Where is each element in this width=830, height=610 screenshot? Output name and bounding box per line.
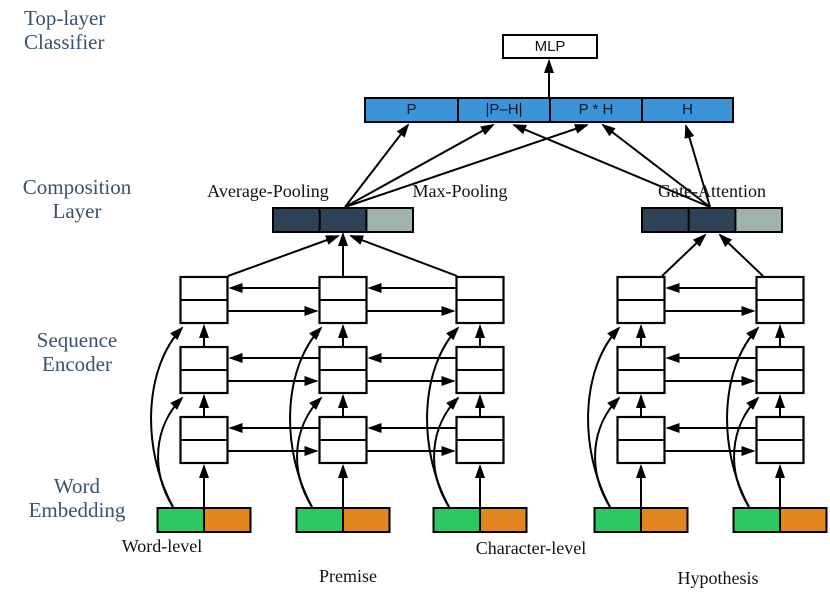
embedding-char-half xyxy=(203,507,252,533)
label-line: Embedding xyxy=(28,498,126,522)
embedding-char-half xyxy=(479,507,528,533)
embedding-char-half xyxy=(640,507,689,533)
label-line: Layer xyxy=(52,199,102,223)
gate-attention-label: Gate-Attention xyxy=(658,181,766,201)
encoder-to-composition-arrow xyxy=(349,235,458,277)
embedding-word-half xyxy=(593,507,642,533)
word-level-label: Word-level xyxy=(121,536,203,556)
label-line: Sequence xyxy=(36,328,118,352)
encoder-to-composition-arrow xyxy=(718,233,764,277)
skip-connection-curve xyxy=(296,396,323,508)
feature-segment-h: H xyxy=(682,101,693,118)
premise-label: Premise xyxy=(319,566,377,586)
feature-segment-p-minus-h: |P–H| xyxy=(485,101,523,118)
hypothesis-composition-box-gray-segment xyxy=(734,207,784,233)
layer-label-composition-layer: Composition Layer xyxy=(4,175,150,223)
embedding-word-half xyxy=(295,507,344,533)
composition-to-feature-arrow xyxy=(344,124,495,208)
label-line: Encoder xyxy=(42,352,112,376)
encoder-to-composition-arrow xyxy=(661,233,707,277)
composition-to-feature-arrow xyxy=(512,124,711,208)
premise-composition-box-gray-segment xyxy=(365,207,414,233)
layer-label-word-embedding: Word Embedding xyxy=(2,474,152,522)
embedding-word-half xyxy=(156,507,205,533)
mlp-node-label: MLP xyxy=(534,38,566,55)
skip-connection-curve xyxy=(433,396,460,508)
composition-to-feature-arrow xyxy=(344,123,410,208)
label-line: Word xyxy=(53,474,101,498)
label-line: Composition xyxy=(22,175,132,199)
hypothesis-label: Hypothesis xyxy=(677,568,759,588)
composition-to-feature-arrow xyxy=(601,123,711,208)
embedding-word-half xyxy=(432,507,481,533)
mlp-node xyxy=(502,34,598,59)
embedding-char-half xyxy=(779,507,828,533)
feature-segment-p: P xyxy=(406,101,417,118)
feature-segment-p-times-h: P * H xyxy=(578,101,614,118)
embedding-char-half xyxy=(342,507,391,533)
label-line: Classifier xyxy=(24,30,105,54)
character-level-label: Character-level xyxy=(475,538,587,558)
composition-to-feature-arrow xyxy=(684,124,711,208)
embedding-word-half xyxy=(732,507,781,533)
skip-connection-curve xyxy=(733,396,760,508)
skip-connection-curve xyxy=(594,396,621,508)
skip-connection-curve xyxy=(157,396,184,508)
layer-label-sequence-encoder: Sequence Encoder xyxy=(4,328,150,376)
encoder-to-composition-arrow xyxy=(227,235,340,277)
label-line: Top-layer xyxy=(24,6,106,30)
average-pooling-label: Average-Pooling xyxy=(207,181,329,201)
layer-label-top-layer-classifier: Top-layer Classifier xyxy=(24,6,105,54)
max-pooling-label: Max-Pooling xyxy=(412,181,508,201)
